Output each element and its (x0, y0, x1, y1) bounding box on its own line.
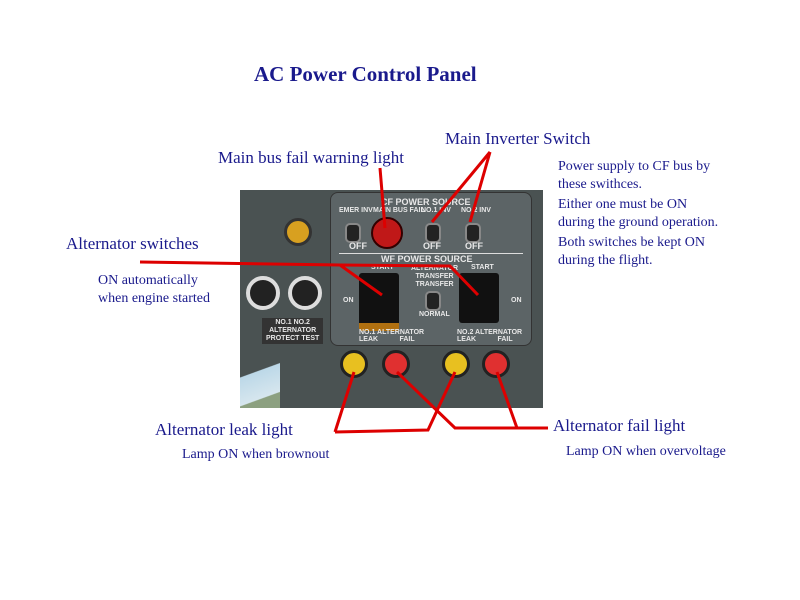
pointer-main-bus-fail (378, 167, 387, 229)
off-label: OFF (465, 241, 483, 251)
pointer-leak-2 (334, 371, 457, 434)
pointer-fail-2 (495, 371, 548, 430)
note-line: during the ground operation. (558, 215, 719, 230)
leak-text: LEAK (457, 336, 477, 343)
note-line: ON automatically (98, 273, 198, 288)
protect-test-label: NO.1 NO.2 ALTERNATOR PROTECT TEST (262, 318, 324, 344)
start-label: START (471, 264, 494, 271)
main-bus-fail-annotation: Main bus fail warning light (218, 148, 405, 167)
wf-header: WF POWER SOURCE (381, 254, 473, 264)
pointer-inverter-1 (430, 151, 492, 223)
no2-inv-label: NO.2 INV (461, 207, 491, 214)
pointer-leak-1 (333, 371, 356, 433)
main-bus-fail-light (371, 217, 403, 249)
protect-test-button-1[interactable] (246, 276, 280, 310)
no2-inv-switch[interactable] (465, 223, 481, 243)
pointer-inverter-2 (468, 151, 492, 223)
note-line: when engine started (98, 291, 210, 306)
note-line: Power supply to CF bus by (558, 159, 711, 174)
alternator-transfer-switch[interactable] (425, 291, 441, 311)
normal-label: NORMAL (419, 311, 450, 318)
emer-inv-label: EMER INV (339, 207, 373, 214)
note-line: Both switches be kept ON (558, 235, 705, 250)
emer-inv-switch[interactable] (345, 223, 361, 243)
divider (339, 253, 523, 254)
note-line: these swithces. (558, 177, 642, 192)
protect-label-line: PROTECT TEST (266, 335, 320, 342)
no2-text: NO.2 (457, 329, 474, 336)
alt-switches-annotation: Alternator switches (66, 234, 199, 253)
no1-alternator-switch[interactable] (359, 273, 399, 331)
alt-transfer-label: ALTERNATOR TRANSFER TRANSFER (411, 265, 458, 289)
pointer-alt-switch-2 (339, 263, 480, 297)
off-label: OFF (349, 241, 367, 251)
background-scene (240, 340, 280, 408)
cf-header: CF POWER SOURCE (381, 197, 471, 207)
alt-fail-annotation: Alternator fail light (553, 416, 686, 435)
protect-label-line: ALTERNATOR (269, 327, 317, 334)
pointer-fail-1 (395, 370, 548, 430)
no1-inv-label: NO.1 INV (421, 207, 451, 214)
note-line: Either one must be ON (558, 197, 688, 212)
fail-text: FAIL (497, 336, 513, 343)
alt-leak-annotation: Alternator leak light (155, 420, 293, 439)
no1-inv-switch[interactable] (425, 223, 441, 243)
no1-text: NO.1 (359, 329, 376, 336)
main-inverter-annotation: Main Inverter Switch (445, 129, 591, 148)
alt-transfer-line: TRANSFER (415, 273, 454, 280)
alternator-text: ALTERNATOR (377, 329, 425, 336)
protect-label-line: NO.1 NO.2 (275, 319, 310, 326)
power-source-plate: CF POWER SOURCE EMER INV MAIN BUS FAIL N… (330, 192, 532, 346)
protect-test-button-2[interactable] (288, 276, 322, 310)
page-title: AC Power Control Panel (254, 62, 477, 86)
leak-text: LEAK (359, 336, 379, 343)
main-bus-fail-label: MAIN BUS FAIL (373, 207, 425, 214)
alt-fail-note: Lamp ON when overvoltage (566, 444, 726, 459)
ac-power-panel: NO.1 NO.2 ALTERNATOR PROTECT TEST CF POW… (240, 190, 543, 408)
alt-transfer-line: ALTERNATOR (411, 265, 459, 272)
alternator-text: ALTERNATOR (475, 329, 523, 336)
note-line: during the flight. (558, 253, 653, 268)
alt-leak-note: Lamp ON when brownout (182, 447, 330, 462)
alt-transfer-line: TRANSFER (415, 281, 454, 288)
fail-text: FAIL (399, 336, 415, 343)
alt-switches-note: ON automatically when engine started (98, 272, 210, 308)
on-label: ON (511, 297, 522, 304)
amber-indicator (284, 218, 312, 246)
no1-fail-light (382, 350, 410, 378)
start-label: START (371, 264, 394, 271)
on-label: ON (343, 297, 354, 304)
off-label: OFF (423, 241, 441, 251)
cf-bus-note: Power supply to CF bus by these swithces… (558, 158, 718, 270)
